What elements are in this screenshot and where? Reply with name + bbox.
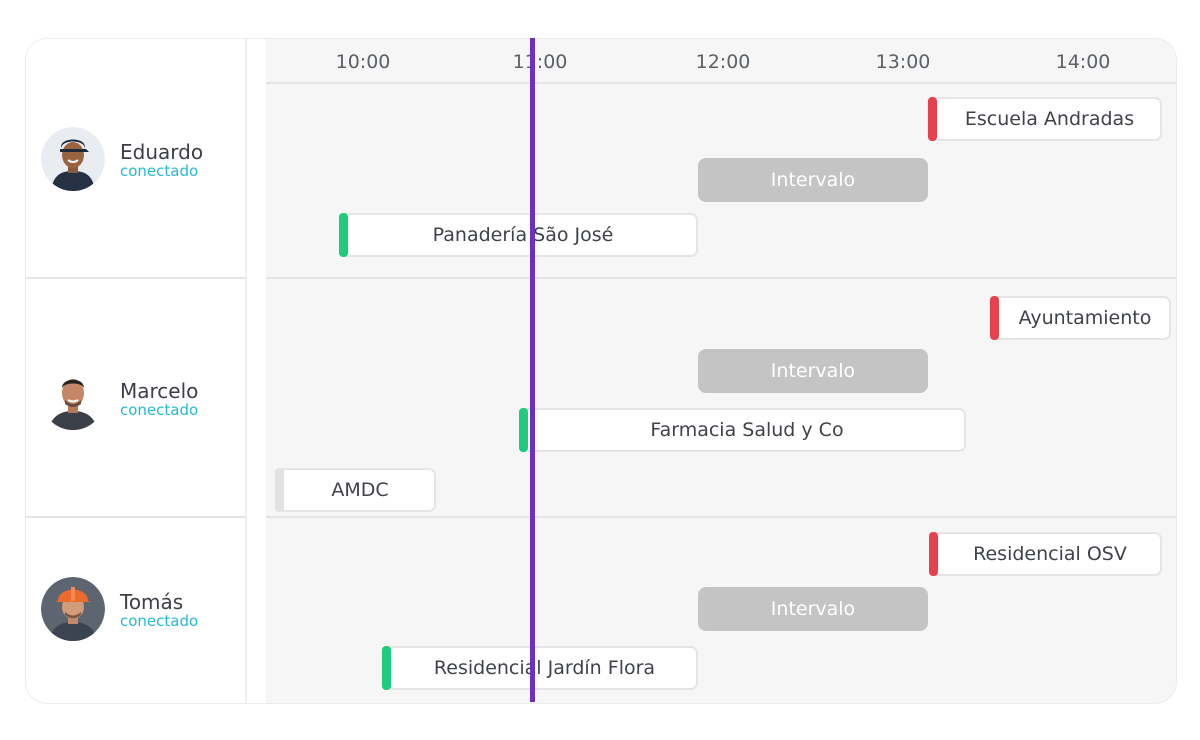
task-label: Residencial OSV (973, 543, 1127, 565)
person-name: Eduardo (120, 140, 204, 164)
task-panaderia-sao-jose[interactable]: Panadería São José (339, 213, 698, 257)
task-label: AMDC (331, 479, 389, 501)
status-stripe (928, 97, 937, 141)
avatar (41, 127, 105, 191)
task-escuela-andradas[interactable]: Escuela Andradas (928, 97, 1162, 141)
status-stripe (519, 408, 528, 452)
task-ayuntamiento[interactable]: Ayuntamiento (990, 296, 1171, 340)
hour-label: 12:00 (695, 51, 751, 73)
header-divider (266, 82, 1176, 84)
task-residencial-jardin-flora[interactable]: Residencial Jardín Flora (382, 646, 698, 690)
task-amdc[interactable]: AMDC (275, 468, 436, 512)
break-label: Intervalo (770, 598, 856, 620)
timeline-grid: 10:00 11:00 12:00 13:00 14:00 Escuela An… (266, 39, 1176, 703)
person-eduardo[interactable]: Eduardo conectado (41, 127, 241, 193)
task-label: Farmacia Salud y Co (650, 419, 844, 441)
hour-label: 14:00 (1055, 51, 1111, 73)
row-divider (266, 277, 1176, 279)
task-label: Ayuntamiento (1018, 307, 1152, 329)
break-block[interactable]: Intervalo (698, 349, 928, 393)
person-name: Marcelo (120, 379, 199, 403)
status-text: conectado (120, 401, 199, 419)
task-farmacia-salud[interactable]: Farmacia Salud y Co (519, 408, 966, 452)
break-block[interactable]: Intervalo (698, 587, 928, 631)
status-stripe (382, 646, 391, 690)
status-stripe (929, 532, 938, 576)
hour-label: 10:00 (335, 51, 391, 73)
schedule-card: Eduardo conectado Marcelo conectado (25, 38, 1177, 704)
status-text: conectado (120, 162, 199, 180)
person-name: Tomás (120, 590, 184, 614)
break-label: Intervalo (770, 360, 856, 382)
task-label: Escuela Andradas (964, 108, 1135, 130)
current-time-indicator[interactable] (530, 38, 535, 702)
column-divider (245, 39, 247, 703)
avatar (41, 366, 105, 430)
person-marcelo[interactable]: Marcelo conectado (41, 366, 241, 432)
status-stripe (339, 213, 348, 257)
row-divider (266, 516, 1176, 518)
person-tomas[interactable]: Tomás conectado (41, 577, 241, 643)
people-column: Eduardo conectado Marcelo conectado (26, 39, 245, 703)
task-label: Panadería São José (432, 224, 614, 246)
status-text: conectado (120, 612, 199, 630)
break-label: Intervalo (770, 169, 856, 191)
avatar (41, 577, 105, 641)
row-divider (26, 277, 245, 279)
row-divider (26, 516, 245, 518)
task-label: Residencial Jardín Flora (433, 657, 656, 679)
status-stripe (275, 468, 284, 512)
task-residencial-osv[interactable]: Residencial OSV (929, 532, 1162, 576)
hour-label: 11:00 (512, 51, 568, 73)
break-block[interactable]: Intervalo (698, 158, 928, 202)
hour-label: 13:00 (875, 51, 931, 73)
status-stripe (990, 296, 999, 340)
